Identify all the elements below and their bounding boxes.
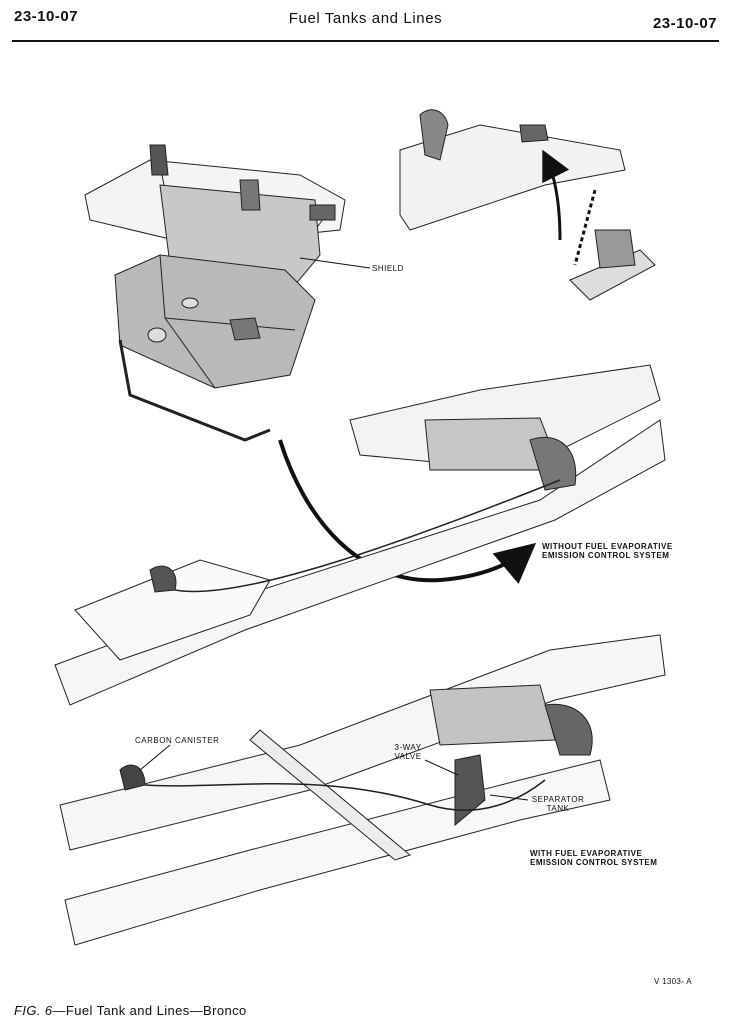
three-way-valve-label-line1: 3-WAY: [394, 743, 422, 752]
without-system-label-line1: WITHOUT FUEL EVAPORATIVE: [542, 542, 673, 551]
three-way-valve-label-line2: VALVE: [394, 752, 422, 761]
figure-number: FIG. 6: [14, 1003, 53, 1018]
separator-tank-label-line1: SEPARATOR: [531, 795, 585, 804]
page-title: Fuel Tanks and Lines: [288, 10, 443, 27]
without-system-label-line2: EMISSION CONTROL SYSTEM: [542, 551, 670, 560]
chassis-with-system: [59, 634, 666, 946]
fuel-tank: [114, 254, 316, 442]
figure-caption-text: —Fuel Tank and Lines—Bronco: [52, 1003, 247, 1018]
separator-tank-label-line2: TANK: [546, 804, 570, 813]
chassis-without-system: [54, 364, 666, 706]
figure-caption: FIG. 6—Fuel Tank and Lines—Bronco: [14, 1003, 247, 1018]
with-system-label-line1: WITH FUEL EVAPORATIVE: [530, 849, 643, 858]
header-rule: [12, 40, 719, 42]
shield-label: SHIELD: [372, 264, 404, 273]
section-number-left: 23-10-07: [14, 8, 79, 25]
with-system-label-line2: EMISSION CONTROL SYSTEM: [530, 858, 658, 867]
section-number-right: 23-10-07: [652, 15, 717, 32]
figure-reference: V 1303- A: [654, 977, 692, 986]
carbon-canister-label: CARBON CANISTER: [135, 736, 220, 745]
valve-detail: [399, 109, 656, 301]
